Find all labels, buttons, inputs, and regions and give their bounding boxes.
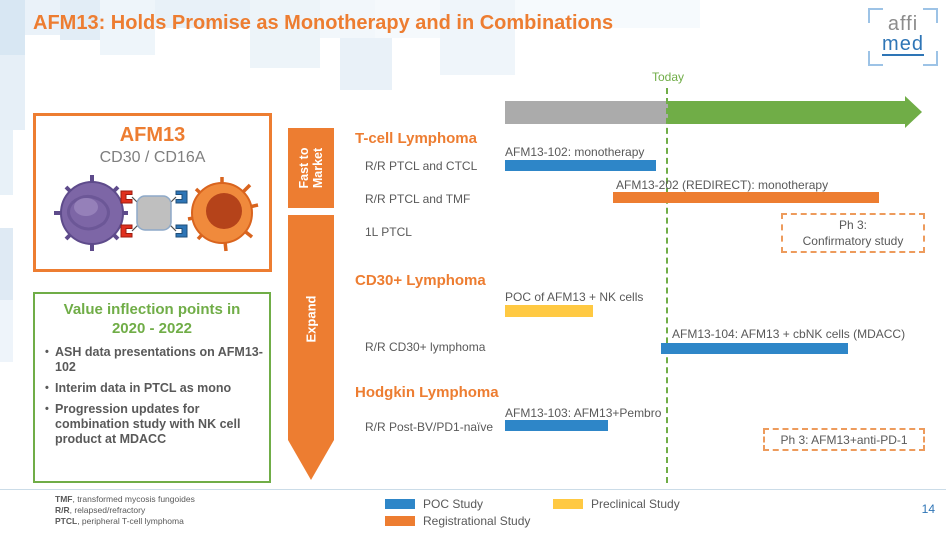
bar-afm13-104 xyxy=(661,343,848,354)
row-label-rr-ptcl-ctcl: R/R PTCL and CTCL xyxy=(365,159,478,173)
orange-cell-core xyxy=(206,193,242,229)
value-box-title: Value inflection points in 2020 - 2022 xyxy=(35,300,269,338)
bar-label-afm13-104: AFM13-104: AFM13 + cbNK cells (MDACC) xyxy=(672,327,906,341)
value-box-bullets: ASH data presentations on AFM13-102 Inte… xyxy=(45,345,263,447)
legend-swatch-preclinical xyxy=(553,499,583,509)
section-heading-tcell: T-cell Lymphoma xyxy=(355,130,477,147)
bar-label-afm13-103: AFM13-103: AFM13+Pembro xyxy=(505,406,662,420)
footnote-text: , relapsed/refractory xyxy=(69,505,146,515)
footnote-tmf: TMF, transformed mycosis fungoides xyxy=(55,494,195,505)
footnote-text: , transformed mycosis fungoides xyxy=(72,494,195,504)
mosaic-square xyxy=(440,0,515,75)
timeline-arrowhead xyxy=(905,96,922,128)
ph3-confirmatory-line1: Ph 3: xyxy=(838,218,868,232)
legend-label-preclinical: Preclinical Study xyxy=(591,497,680,511)
footnote-text: , peripheral T-cell lymphoma xyxy=(77,516,184,526)
cd16a-binders xyxy=(175,190,188,238)
expand-arrow-tip xyxy=(288,440,334,480)
mosaic-square xyxy=(320,0,375,38)
planned-ph3-confirmatory: Ph 3: Confirmatory study xyxy=(781,213,925,253)
value-inflection-box: Value inflection points in 2020 - 2022 A… xyxy=(33,292,271,483)
afm13-card: AFM13 CD30 / CD16A xyxy=(33,113,272,272)
today-label: Today xyxy=(651,70,685,84)
mosaic-square xyxy=(155,0,250,28)
mosaic-square xyxy=(515,0,700,28)
cd30-binders xyxy=(120,190,133,238)
ph3-confirmatory-line2: Confirmatory study xyxy=(802,234,904,248)
footer-divider xyxy=(0,489,946,490)
logo-bracket xyxy=(923,8,938,23)
affimed-logo: affi med xyxy=(868,8,938,66)
mosaic-square xyxy=(0,130,13,195)
logo-bracket xyxy=(868,51,883,66)
footnote-rr: R/R, relapsed/refractory xyxy=(55,505,195,516)
legend-swatch-poc xyxy=(385,499,415,509)
bar-afm13-202 xyxy=(613,192,879,203)
footnote-ptcl: PTCL, peripheral T-cell lymphoma xyxy=(55,516,195,527)
mosaic-square xyxy=(60,0,100,40)
timeline-future-segment xyxy=(668,101,905,124)
mosaic-square xyxy=(25,0,60,35)
footnote-abbr: TMF xyxy=(55,494,73,504)
fast-to-market-line1: Fast to xyxy=(297,147,311,189)
value-bullet: ASH data presentations on AFM13-102 xyxy=(45,345,263,375)
fast-to-market-line2: Market xyxy=(311,147,325,189)
logo-text-affi: affi xyxy=(887,13,919,35)
today-dashed-line xyxy=(666,88,668,483)
mosaic-square xyxy=(340,38,392,90)
bar-poc-nk-cells xyxy=(505,305,593,317)
logo-text-med: med xyxy=(882,33,924,56)
logo-bracket xyxy=(868,8,883,23)
mosaic-square xyxy=(0,55,25,130)
expand-label: Expand xyxy=(303,295,319,342)
fast-to-market-tab: Fast to Market xyxy=(288,128,334,208)
footnote-abbr: R/R xyxy=(55,505,70,515)
section-heading-cd30: CD30+ Lymphoma xyxy=(355,272,486,289)
page-number: 14 xyxy=(921,502,935,516)
footnote-abbr: PTCL xyxy=(55,516,78,526)
mosaic-square xyxy=(100,0,155,55)
value-box-title-line2: 2020 - 2022 xyxy=(111,320,193,337)
section-heading-hodgkin: Hodgkin Lymphoma xyxy=(355,384,499,401)
row-label-rr-cd30: R/R CD30+ lymphoma xyxy=(365,340,486,354)
legend-swatch-registrational xyxy=(385,516,415,526)
legend-label-poc: POC Study xyxy=(423,497,484,511)
afm13-card-subtitle: CD30 / CD16A xyxy=(99,149,206,166)
planned-ph3-antipd1: Ph 3: AFM13+anti-PD-1 xyxy=(763,428,925,451)
ph3-antipd1-label: Ph 3: AFM13+anti-PD-1 xyxy=(780,432,908,447)
afm13-card-title: AFM13 xyxy=(119,124,186,146)
bar-label-poc-nk: POC of AFM13 + NK cells xyxy=(505,290,644,304)
bar-label-afm13-202: AFM13-202 (REDIRECT): monotherapy xyxy=(616,178,829,192)
value-box-title-line1: Value inflection points in xyxy=(63,301,241,318)
row-label-1l-ptcl: 1L PTCL xyxy=(365,225,412,239)
bispecific-antibody-illustration xyxy=(54,175,259,252)
timeline-past-segment xyxy=(505,101,668,124)
bar-afm13-102 xyxy=(505,160,656,171)
bar-afm13-103 xyxy=(505,420,608,431)
bar-label-afm13-102: AFM13-102: monotherapy xyxy=(505,145,645,159)
logo-bracket xyxy=(923,51,938,66)
value-bullet: Progression updates for combination stud… xyxy=(45,402,263,447)
row-label-rr-ptcl-tmf: R/R PTCL and TMF xyxy=(365,192,471,206)
row-label-rr-postbv: R/R Post-BV/PD1-naïve xyxy=(365,420,494,434)
value-bullet: Interim data in PTCL as mono xyxy=(45,381,263,396)
mosaic-square xyxy=(250,0,320,68)
mosaic-square xyxy=(0,228,13,300)
antibody-core xyxy=(136,195,172,231)
mosaic-square xyxy=(0,0,25,55)
logo-text: affi med xyxy=(868,14,938,56)
mosaic-square xyxy=(0,300,13,362)
fast-to-market-label: Fast to Market xyxy=(297,128,325,208)
legend-label-registrational: Registrational Study xyxy=(423,514,531,528)
expand-arrow-body: Expand xyxy=(288,215,334,440)
footnotes: TMF, transformed mycosis fungoides R/R, … xyxy=(55,494,195,527)
slide-title: AFM13: Holds Promise as Monotherapy and … xyxy=(33,12,614,34)
